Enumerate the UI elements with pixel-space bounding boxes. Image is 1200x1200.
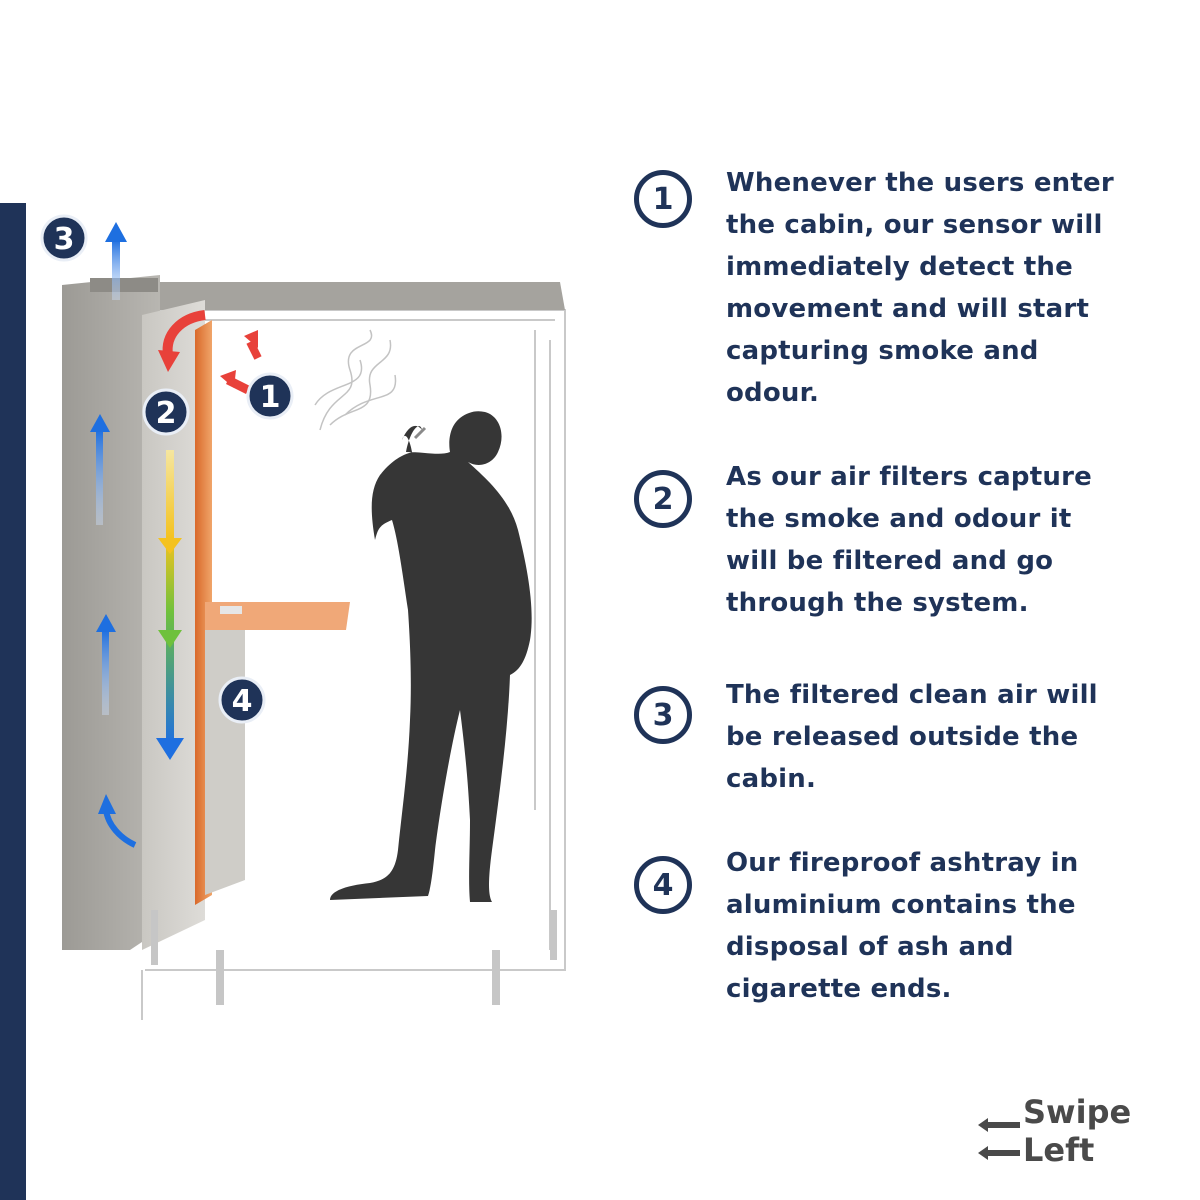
step-1-line: the cabin, our sensor will <box>726 210 1103 240</box>
ceiling-panel <box>130 282 565 310</box>
swipe-label: Swipe <box>1023 1093 1132 1131</box>
step-3-line: cabin. <box>726 764 817 794</box>
step-2-line: As our air filters capture <box>726 462 1092 492</box>
step-3-number: 3 <box>634 686 692 744</box>
badge-2: 2 <box>142 388 190 436</box>
step-4-line: disposal of ash and <box>726 932 1014 962</box>
badge-1: 1 <box>246 372 294 420</box>
filter-downflow-arrow <box>156 450 184 760</box>
step-1-line: odour. <box>726 378 820 408</box>
step-3-line: The filtered clean air will <box>726 680 1098 710</box>
badge-3: 3 <box>40 214 88 262</box>
base-cabinet <box>205 610 245 895</box>
smoke-plume <box>314 329 397 431</box>
step-4-number: 4 <box>634 856 692 914</box>
swipe-left-hint[interactable]: Swipe Left <box>978 1094 1148 1170</box>
person-silhouette <box>330 411 532 902</box>
badge-4-label: 4 <box>232 684 253 719</box>
badge-2-label: 2 <box>156 396 177 431</box>
arrow-left-icon <box>978 1146 1020 1160</box>
left-label: Left <box>1023 1131 1095 1169</box>
step-1-number: 1 <box>634 170 692 228</box>
step-4-line: Our fireproof ashtray in <box>726 848 1079 878</box>
step-4-line: aluminium contains the <box>726 890 1076 920</box>
step-1-line: immediately detect the <box>726 252 1073 282</box>
step-3-text: The filtered clean air will be released … <box>726 674 1166 800</box>
cabin-feet <box>151 910 557 1005</box>
intake-arrows <box>158 310 262 395</box>
cigarette <box>413 426 427 440</box>
step-4-text: Our fireproof ashtray in aluminium conta… <box>726 842 1166 1010</box>
arrow-left-icon <box>978 1118 1020 1132</box>
badge-3-label: 3 <box>54 222 75 257</box>
badge-4: 4 <box>218 676 266 724</box>
step-1-line: movement and will start <box>726 294 1090 324</box>
step-2-line: through the system. <box>726 588 1029 618</box>
step-2-text: As our air filters capture the smoke and… <box>726 456 1166 624</box>
step-1-text: Whenever the users enter the cabin, our … <box>726 162 1166 414</box>
step-2-line: will be filtered and go <box>726 546 1054 576</box>
side-accent-bar <box>0 203 26 1200</box>
ashtray <box>220 606 242 614</box>
step-1-line: capturing smoke and <box>726 336 1039 366</box>
filter-column-outer <box>62 275 160 950</box>
badge-1-label: 1 <box>260 380 281 415</box>
step-4-line: cigarette ends. <box>726 974 952 1004</box>
step-1-line: Whenever the users enter <box>726 168 1114 198</box>
exhaust-upflow-arrows <box>90 222 137 848</box>
step-2-number: 2 <box>634 470 692 528</box>
step-3-line: be released outside the <box>726 722 1079 752</box>
vent-grille <box>90 278 158 292</box>
cabin-airflow-diagram: 3 2 1 4 <box>40 214 566 1020</box>
step-2-line: the smoke and odour it <box>726 504 1072 534</box>
